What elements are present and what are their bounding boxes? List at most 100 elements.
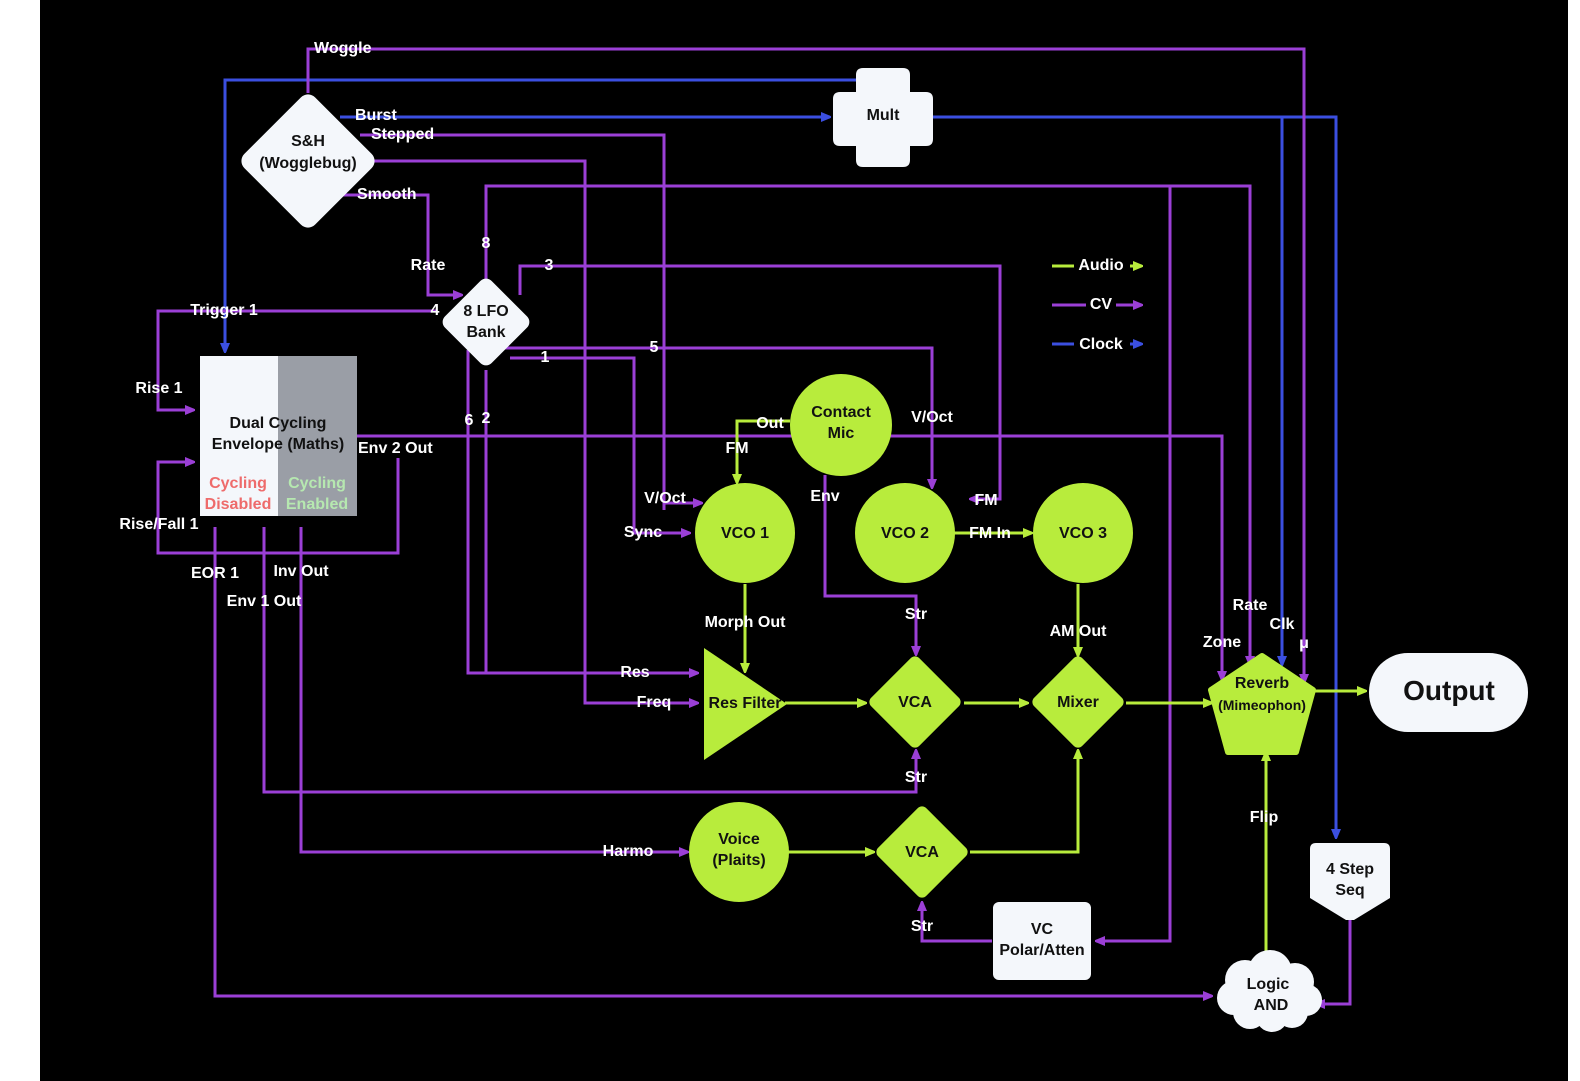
vco3-node[interactable] (1033, 483, 1133, 583)
label-rate-reverb: Rate (1233, 597, 1268, 614)
logic-title: Logic (1247, 976, 1290, 993)
label-zone: Zone (1203, 634, 1241, 651)
wire-seq-logic (1316, 915, 1352, 1004)
label-woggle: Woggle (314, 40, 372, 57)
label-lfo-2: 2 (482, 410, 491, 427)
mixer-label: Mixer (1057, 694, 1099, 711)
legend-cv: CV (1090, 296, 1113, 313)
sh-wogglebug-node[interactable] (237, 90, 378, 231)
res-filter-node[interactable] (704, 648, 787, 760)
wire-lfo3 (518, 264, 1002, 499)
label-lfo-1: 1 (541, 349, 550, 366)
vco2-label: VCO 2 (881, 525, 929, 542)
label-lfo-8: 8 (482, 235, 491, 252)
label-lfo-4: 4 (431, 302, 440, 319)
wire-env2-risefall (156, 458, 400, 555)
wire-mult-to-reverb-clk (930, 115, 1282, 665)
maths-subtitle: Envelope (Maths) (212, 436, 344, 453)
label-rate-lfo: Rate (411, 257, 446, 274)
label-voct1: V/Oct (644, 490, 686, 507)
maths-left-panel[interactable] (200, 356, 278, 516)
cycling-disabled-line2: Disabled (205, 496, 272, 513)
wire-smooth-rate (340, 193, 462, 295)
lfo-bank-node[interactable] (439, 275, 532, 368)
wire-clock-to-maths (225, 78, 860, 352)
maths-right-panel[interactable] (278, 356, 357, 516)
mixer-node[interactable] (1030, 654, 1126, 750)
label-eor1: EOR 1 (191, 565, 239, 582)
label-morphout: Morph Out (705, 614, 787, 631)
seq-title: 4 Step (1326, 861, 1374, 878)
label-str-vca1-bottom: Str (905, 769, 927, 786)
voice-title: Voice (718, 831, 760, 848)
res-filter-label: Res Filter (709, 695, 782, 712)
clock-wires (225, 78, 1336, 838)
wire-labels: Woggle Burst Stepped Smooth Rate 8 3 4 5… (119, 40, 1308, 935)
wire-trigger1-rise1 (156, 309, 437, 410)
wire-lfo6-res (466, 350, 698, 673)
diagram-canvas: S&H (Wogglebug) Mult 8 LFO Bank Dual Cyc… (40, 0, 1568, 1081)
label-harmo: Harmo (603, 843, 654, 860)
vcpol-subtitle: Polar/Atten (999, 942, 1084, 959)
wire-sh-freq (360, 159, 698, 703)
logic-subtitle: AND (1254, 997, 1289, 1014)
sh-title: S&H (291, 133, 325, 150)
label-env2out: Env 2 Out (358, 440, 433, 457)
label-str-vca2: Str (911, 918, 933, 935)
label-res: Res (620, 664, 649, 681)
label-smooth: Smooth (357, 186, 417, 203)
wire-mic-fm (737, 419, 790, 483)
wire-env-str (823, 475, 916, 655)
label-lfo-5: 5 (650, 339, 659, 356)
contact-mic-node[interactable] (790, 374, 892, 476)
label-amout: AM Out (1050, 623, 1108, 640)
lfo-title: 8 LFO (463, 303, 508, 320)
label-flip: Flip (1250, 809, 1279, 826)
wire-lfo8-vcpol (1096, 186, 1172, 941)
wire-env1-str (262, 527, 916, 794)
label-burst: Burst (355, 107, 397, 124)
voice-plaits-node[interactable] (689, 802, 789, 902)
legend-audio-bg (1074, 256, 1130, 276)
label-invout: Inv Out (273, 563, 329, 580)
label-out: Out (756, 415, 784, 432)
wire-vca2-mixer (970, 750, 1078, 854)
step-seq-node[interactable] (1310, 843, 1390, 920)
label-rise1: Rise 1 (135, 380, 182, 397)
label-mu: μ (1299, 635, 1309, 652)
output-node[interactable] (1369, 653, 1528, 732)
vco2-node[interactable] (855, 483, 955, 583)
wire-lfo1-sync (510, 356, 690, 533)
mult-node[interactable] (833, 68, 933, 167)
cycling-enabled-line2: Enabled (286, 496, 348, 513)
vca2-node[interactable] (874, 804, 970, 900)
legend-audio: Audio (1078, 257, 1124, 274)
legend: Audio CV Clock (1074, 256, 1130, 354)
cv-wires (156, 47, 1352, 1004)
wire-lfo5 (500, 346, 932, 488)
label-str-vca1-top: Str (905, 606, 927, 623)
vc-polar-atten-node[interactable] (993, 902, 1091, 980)
label-freq: Freq (637, 694, 672, 711)
contact-mic-title: Contact (811, 404, 871, 421)
reverb-node[interactable] (1208, 653, 1316, 755)
label-lfo-3: 3 (545, 257, 554, 274)
label-clk: Clk (1270, 616, 1295, 633)
output-label: Output (1403, 675, 1495, 706)
wire-stepped (360, 133, 666, 510)
reverb-title: Reverb (1235, 675, 1289, 692)
wire-stepped-voct (662, 503, 702, 510)
label-fm1: FM (725, 440, 748, 457)
label-fm-in: FM In (969, 525, 1011, 542)
wire-eor1-logic (213, 527, 1212, 996)
lfo-subtitle: Bank (466, 324, 505, 341)
label-sync: Sync (624, 524, 662, 541)
voice-subtitle: (Plaits) (712, 852, 765, 869)
vca1-node[interactable] (867, 654, 963, 750)
vcpol-title: VC (1031, 921, 1054, 938)
label-voct2: V/Oct (911, 409, 953, 426)
wire-lfo8 (484, 184, 1250, 665)
logic-and-node[interactable] (1217, 950, 1322, 1032)
vco1-node[interactable] (695, 483, 795, 583)
cycling-enabled-line1: Cycling (288, 475, 346, 492)
